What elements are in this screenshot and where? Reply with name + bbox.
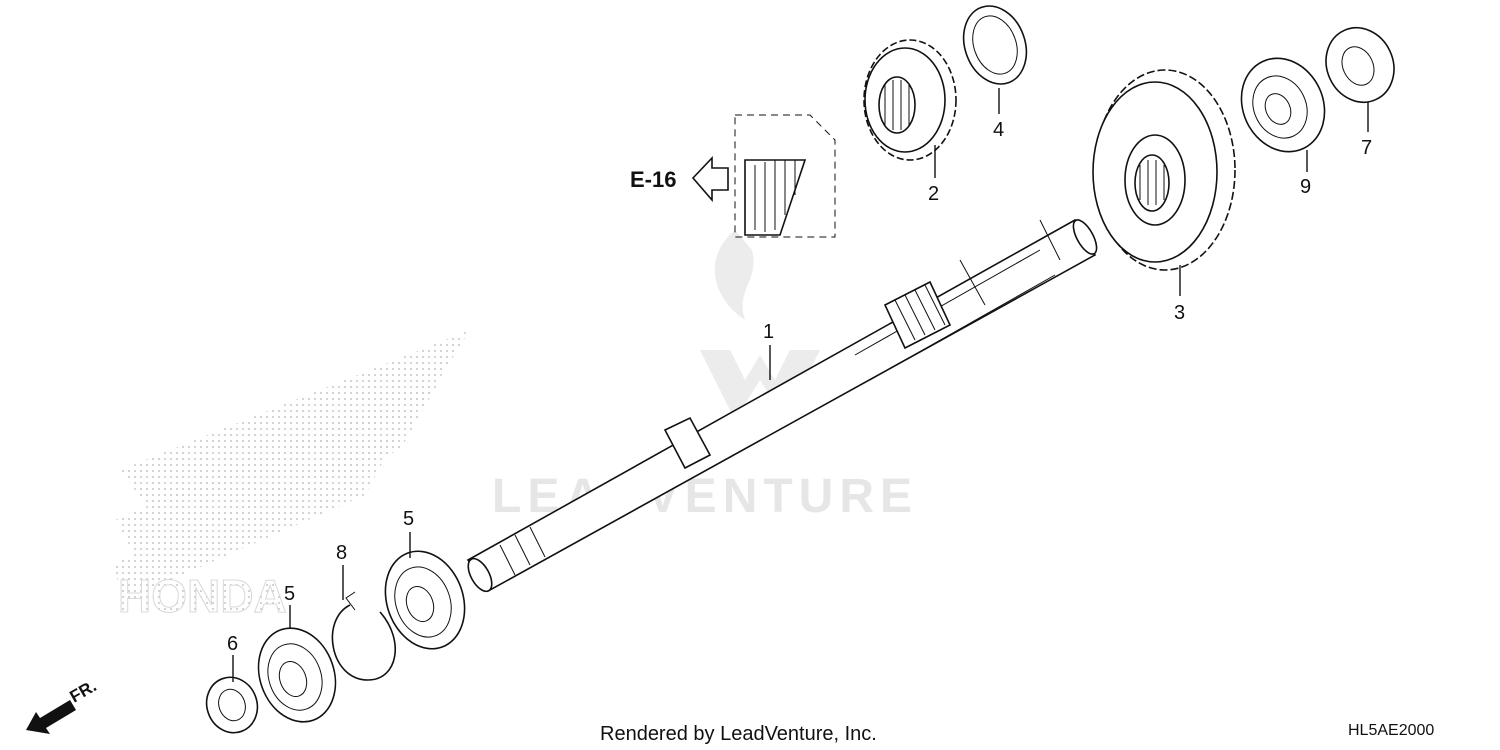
callout-2[interactable]: 2 bbox=[928, 183, 939, 205]
callout-5-lower[interactable]: 5 bbox=[284, 583, 295, 605]
callout-4[interactable]: 4 bbox=[993, 119, 1004, 141]
washer-part[interactable] bbox=[953, 0, 1037, 93]
callout-3[interactable]: 3 bbox=[1174, 302, 1185, 324]
front-direction-indicator: FR. bbox=[26, 676, 100, 734]
snap-ring-part[interactable] bbox=[331, 591, 396, 681]
small-gear-part[interactable] bbox=[863, 39, 957, 161]
callout-7[interactable]: 7 bbox=[1361, 137, 1372, 159]
callout-5-upper[interactable]: 5 bbox=[403, 508, 414, 530]
diagram-code: HL5AE2000 bbox=[1348, 722, 1434, 739]
bearing-part-lower[interactable] bbox=[246, 617, 348, 733]
large-gear-part[interactable] bbox=[1092, 69, 1236, 271]
callout-1[interactable]: 1 bbox=[763, 321, 774, 343]
shaft-part[interactable] bbox=[463, 217, 1101, 596]
bearing-part-upper[interactable] bbox=[372, 540, 478, 660]
reference-label[interactable]: E-16 bbox=[630, 167, 676, 192]
reference-arrow bbox=[691, 155, 729, 203]
top-oil-seal-part[interactable] bbox=[1314, 17, 1406, 114]
front-arrow-icon bbox=[26, 700, 76, 734]
callout-8[interactable]: 8 bbox=[336, 542, 347, 564]
front-label: FR. bbox=[67, 676, 100, 706]
brand-watermark-text: HONDA bbox=[118, 570, 287, 622]
brand-watermark: HONDA bbox=[112, 330, 470, 623]
reference-box bbox=[691, 114, 836, 238]
callout-6[interactable]: 6 bbox=[227, 633, 238, 655]
rendered-by-text: Rendered by LeadVenture, Inc. bbox=[600, 723, 877, 745]
callout-9[interactable]: 9 bbox=[1300, 176, 1311, 198]
top-bearing-part[interactable] bbox=[1226, 45, 1339, 166]
leader-lines bbox=[232, 88, 1369, 682]
callout-labels: 1 2 3 4 5 5 6 7 8 9 bbox=[227, 119, 1372, 655]
lower-oil-seal-part[interactable] bbox=[199, 670, 265, 740]
